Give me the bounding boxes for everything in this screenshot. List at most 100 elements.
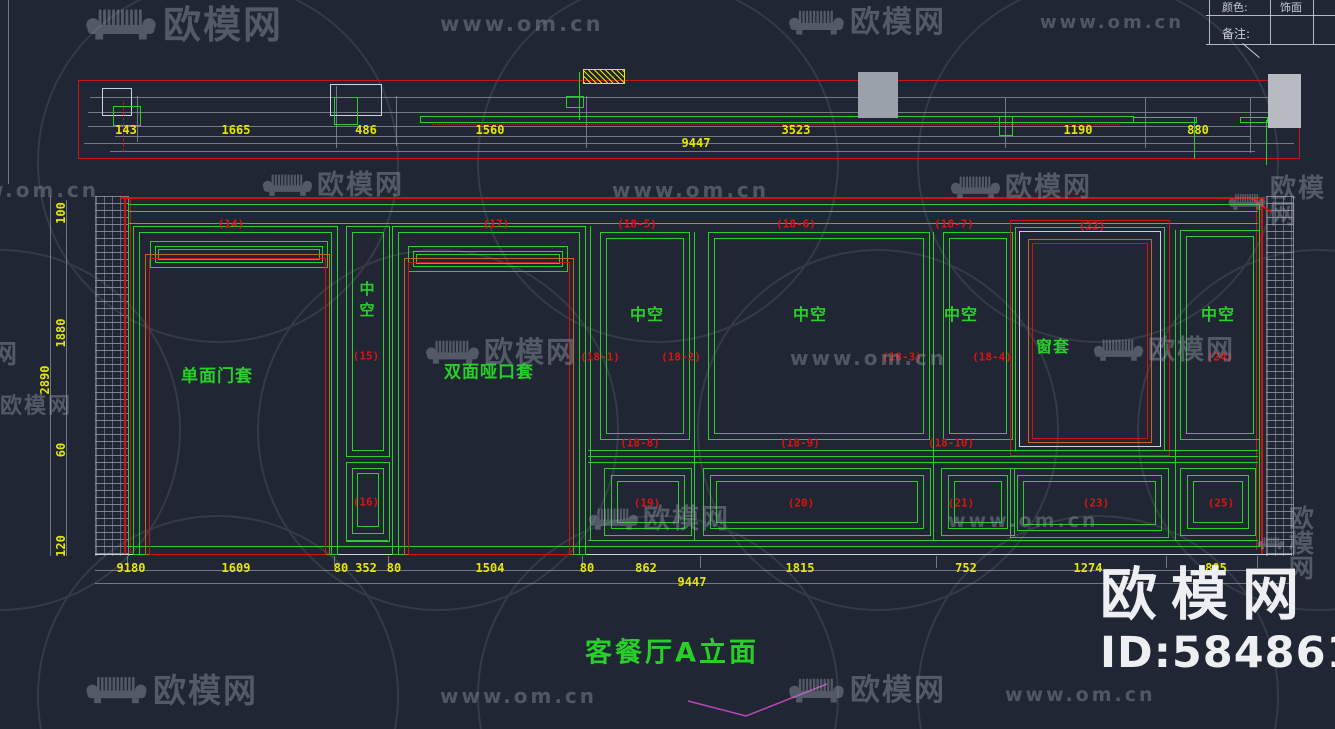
drawing-line <box>1186 236 1254 434</box>
drawing-line <box>1145 98 1146 148</box>
drawing-line <box>413 251 563 267</box>
wainscot-panel <box>703 468 931 536</box>
drawing-line <box>98 9 102 27</box>
part-number-label: (18-9) <box>780 436 820 450</box>
component-label: 中空 <box>943 305 979 324</box>
drawing-line <box>985 176 988 189</box>
column-section <box>1268 74 1301 128</box>
drawing-line <box>588 462 1258 463</box>
watermark-site-name: 欧模网 <box>850 673 946 708</box>
sofa-logo-icon <box>262 174 313 196</box>
titleblock-color-value: 饰面 <box>1280 1 1302 14</box>
transom-panel <box>408 246 568 272</box>
drawing-line <box>805 678 809 692</box>
dimension-line <box>95 583 1291 584</box>
drawing-line <box>334 556 335 568</box>
drawing-line <box>798 10 802 24</box>
drawing-line <box>116 9 120 27</box>
site-watermark-logo: 欧模网 <box>262 172 404 199</box>
dimension-text: 1560 <box>475 123 505 137</box>
baseboard-line <box>588 540 1258 541</box>
drawing-line <box>936 556 937 568</box>
site-watermark-logo: 欧模网 <box>0 396 72 418</box>
total-dimension-text: 9447 <box>681 136 711 150</box>
part-number-label: (24) <box>1206 350 1234 364</box>
drawing-line <box>1250 98 1251 153</box>
part-number-label: (18-8) <box>620 436 660 450</box>
drawing-line <box>1206 44 1335 45</box>
drawing-line <box>90 97 1288 98</box>
column-section <box>858 72 898 118</box>
drawing-line <box>796 30 803 35</box>
drawing-line <box>84 143 1294 144</box>
drawing-line <box>124 198 126 555</box>
wall-step-outline <box>102 88 132 116</box>
drawing-line <box>346 540 388 541</box>
drawing-line <box>1261 198 1263 554</box>
component-label: 中空 <box>629 305 665 324</box>
drawing-line <box>87 690 146 699</box>
dimension-text: 1274 <box>1073 561 1103 575</box>
component-label: 中空 <box>792 305 828 324</box>
drawing-line <box>823 10 826 24</box>
drawing-line <box>132 698 139 704</box>
drawing-line <box>132 676 135 692</box>
dimension-text: 143 <box>115 123 137 137</box>
model-id: ID:584861 <box>1100 628 1335 678</box>
drawing-line <box>432 124 1120 125</box>
drawing-line <box>617 481 679 523</box>
drawing-line <box>588 450 1258 451</box>
component-label: 窗套 <box>1035 337 1071 356</box>
drawing-line <box>388 556 389 568</box>
part-number-label: (18-10) <box>927 436 975 450</box>
drawing-line <box>290 174 293 187</box>
site-watermark-logo: 欧模网 <box>85 6 283 44</box>
part-number-label: (16) <box>352 495 380 509</box>
dimension-text: 1665 <box>221 123 251 137</box>
part-number-label: (18-1) <box>580 350 620 364</box>
drawing-line <box>293 174 296 187</box>
drawing-line <box>94 698 101 704</box>
titleblock-color-label: 颜色: <box>1222 1 1248 14</box>
site-watermark-logo: 欧模网 <box>788 676 946 706</box>
drawing-line <box>972 176 975 189</box>
drawing-line <box>127 556 128 568</box>
drawing-line <box>1032 243 1148 439</box>
drawing-line <box>336 86 337 148</box>
drawing-line <box>798 678 802 692</box>
watermark-site-name: 欧模网 <box>850 5 946 40</box>
component-label: 双面哑口套 <box>444 362 534 383</box>
drawing-line <box>809 10 812 24</box>
drawing-line <box>103 9 107 27</box>
drawing-line <box>582 556 583 568</box>
dimension-text: 9180 <box>116 561 146 575</box>
wall-step-outline <box>330 84 382 116</box>
drawing-line <box>104 676 108 692</box>
drawing-line <box>97 676 100 692</box>
drawing-line <box>805 10 809 24</box>
drawing-line <box>1270 0 1271 44</box>
elevation-top-line <box>120 197 1265 199</box>
drawing-line <box>137 96 138 142</box>
dimension-text: 862 <box>635 561 657 575</box>
molding-profile <box>566 96 584 108</box>
drawing-line <box>687 683 828 717</box>
drawing-line <box>134 684 147 697</box>
drawing-line <box>287 174 290 187</box>
hollow-panel <box>943 232 1013 440</box>
site-watermark-logo: 欧模网 <box>788 8 946 38</box>
watermark-site-name: 欧模网 <box>153 671 258 710</box>
site-watermark-logo: 欧模网 <box>0 342 19 368</box>
drawing-line <box>816 10 819 24</box>
drawing-line <box>965 176 969 189</box>
drawing-line <box>86 18 100 32</box>
drawing-line <box>112 676 116 692</box>
drawing-line <box>302 180 313 191</box>
drawing-line <box>1005 98 1006 148</box>
part-number-label: (18-6) <box>776 217 816 231</box>
drawing-line <box>1257 556 1258 568</box>
part-number-label: (23) <box>1082 496 1110 510</box>
dimension-text: 880 <box>1187 123 1209 137</box>
molding-profile <box>113 106 141 126</box>
dimension-text: 80 <box>579 561 595 575</box>
